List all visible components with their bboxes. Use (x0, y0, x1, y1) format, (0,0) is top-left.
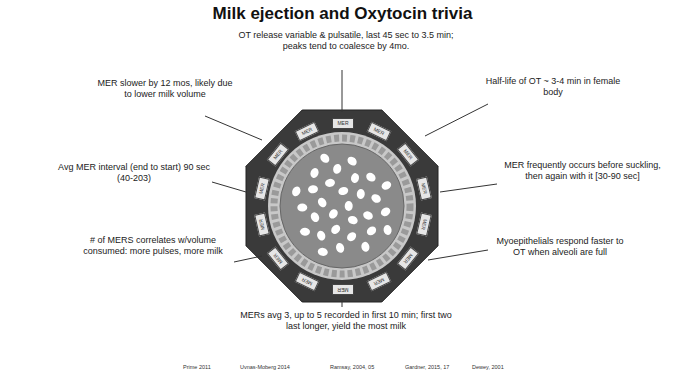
cell-ring (274, 138, 410, 274)
milk-droplet (297, 204, 307, 212)
leader-line (342, 70, 343, 112)
milk-droplet (383, 225, 392, 236)
callout-note: Half-life of OT ~ 3-4 min in female body (478, 76, 628, 98)
slide-title: Milk ejection and Oxytocin trivia (0, 4, 685, 24)
leader-line (205, 116, 262, 140)
ring-band (268, 132, 416, 280)
milk-droplet (356, 189, 365, 200)
milk-droplet (360, 241, 370, 252)
reference-note: Uvnas-Moberg 2014 (240, 364, 290, 371)
reference-note: Prime 2011 (183, 364, 211, 371)
milk-droplet (329, 223, 342, 236)
leader-line (234, 256, 262, 262)
callout-note: # of MERS correlates w/volume consumed: … (72, 235, 234, 257)
leader-line (428, 250, 488, 260)
reference-note: Ramsay, 2004, 05 (330, 364, 374, 371)
leader-line (212, 182, 246, 192)
leader-line (425, 104, 488, 136)
milk-droplet (318, 152, 331, 165)
milk-droplet (300, 227, 311, 236)
callout-note: MERs avg 3, up to 5 recorded in first 10… (236, 310, 456, 332)
milk-droplet (365, 225, 378, 237)
milk-droplet (379, 206, 392, 218)
leader-lines (205, 70, 497, 307)
milk-droplet (345, 201, 353, 211)
milk-droplet (347, 215, 359, 226)
milk-droplet (370, 192, 383, 204)
milk-droplet (346, 155, 359, 168)
callout-note: OT release variable & pulsatile, last 45… (236, 30, 456, 52)
callout-note: MER frequently occurs before suckling, t… (500, 160, 665, 182)
callout-note: MER slower by 12 mos, likely due to lowe… (95, 78, 235, 100)
milk-droplet (291, 185, 302, 197)
milk-droplet (317, 247, 328, 256)
octagon-outline (246, 110, 438, 302)
milk-droplet (324, 178, 335, 188)
milk-droplet (316, 196, 328, 209)
leader-line (342, 300, 343, 307)
lumen (280, 144, 404, 268)
milk-droplets (291, 152, 393, 257)
milk-droplet (316, 229, 327, 241)
milk-droplet (309, 211, 321, 224)
reference-note: Gardner, 2015, 17 (405, 364, 449, 371)
milk-droplet (308, 185, 319, 194)
callout-note: Myoepithelials respond faster to OT when… (490, 236, 630, 258)
mer-tag: MER (332, 118, 354, 129)
milk-droplet (337, 186, 349, 196)
milk-droplet (380, 180, 393, 192)
reference-note: Dewey, 2001 (472, 364, 504, 371)
callout-note: Avg MER interval (end to start) 90 sec (… (56, 162, 212, 184)
milk-droplet (332, 163, 342, 175)
leader-line (440, 184, 497, 192)
milk-droplet (335, 242, 346, 254)
mer-tag: MER (332, 284, 354, 295)
milk-droplet (365, 171, 378, 183)
milk-droplet (327, 207, 339, 220)
milk-droplet (345, 230, 358, 243)
milk-droplet (309, 167, 320, 179)
milk-droplet (350, 172, 360, 183)
milk-droplet (362, 210, 374, 222)
